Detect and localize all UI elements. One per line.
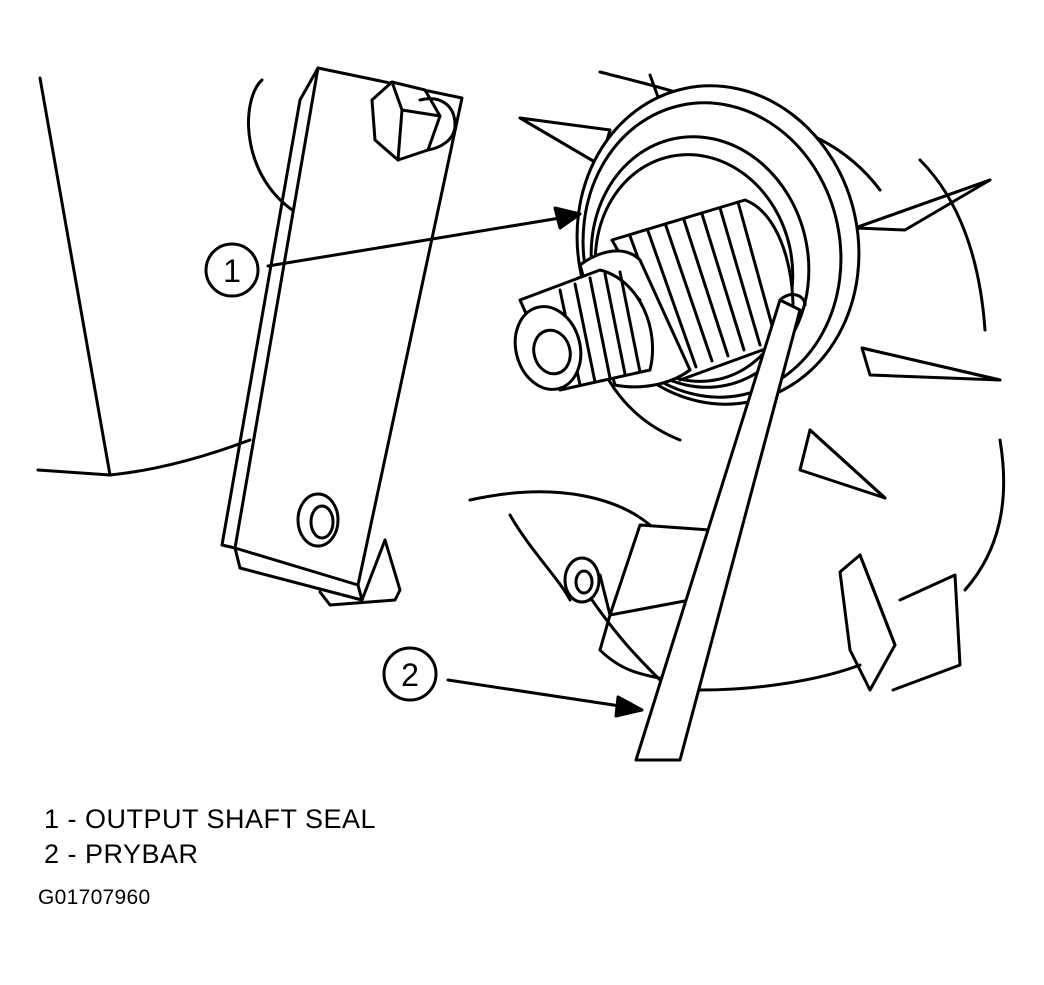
legend-item-seal: 1 - OUTPUT SHAFT SEAL (44, 804, 377, 834)
legend-item-prybar: 2 - PRYBAR (44, 839, 199, 869)
svg-text:2: 2 (401, 657, 419, 693)
svg-text:1: 1 (223, 253, 241, 289)
output-shaft (513, 198, 795, 392)
callout-arrow-1 (266, 206, 582, 268)
callout-2: 2 (382, 646, 438, 702)
output-shaft-seal-illustration: 1 2 (36, 66, 1006, 762)
bracket-bolt (370, 80, 457, 162)
prybar (634, 293, 807, 762)
figure-id: G01707960 (38, 886, 151, 909)
callout-arrow-2 (446, 678, 644, 718)
cooling-fins (518, 70, 1006, 692)
callout-1: 1 (204, 242, 260, 298)
bracket-hole (296, 492, 340, 548)
legend: 1 - OUTPUT SHAFT SEAL 2 - PRYBAR (44, 802, 376, 872)
